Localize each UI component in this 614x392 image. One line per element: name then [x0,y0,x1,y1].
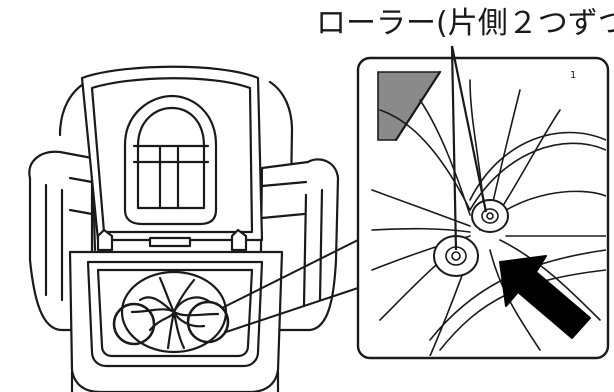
left-hinge [96,228,114,252]
bucket-rim-arcs [469,131,606,201]
roller-callout-label: ローラー(片側２つずつ) [316,6,614,41]
panel-corner-mark: 1 [570,70,576,81]
lid-handle-recess [123,94,218,226]
zoom-connector-lines [221,239,359,333]
callout-leader-lines [450,45,488,251]
pointing-arrow [499,255,591,339]
portable-toilet-illustration [28,65,340,392]
bucket-rim [86,260,264,368]
right-roller-marker [186,300,230,344]
left-roller-marker [112,302,156,346]
roller-one [471,199,509,233]
right-hinge [230,228,248,252]
